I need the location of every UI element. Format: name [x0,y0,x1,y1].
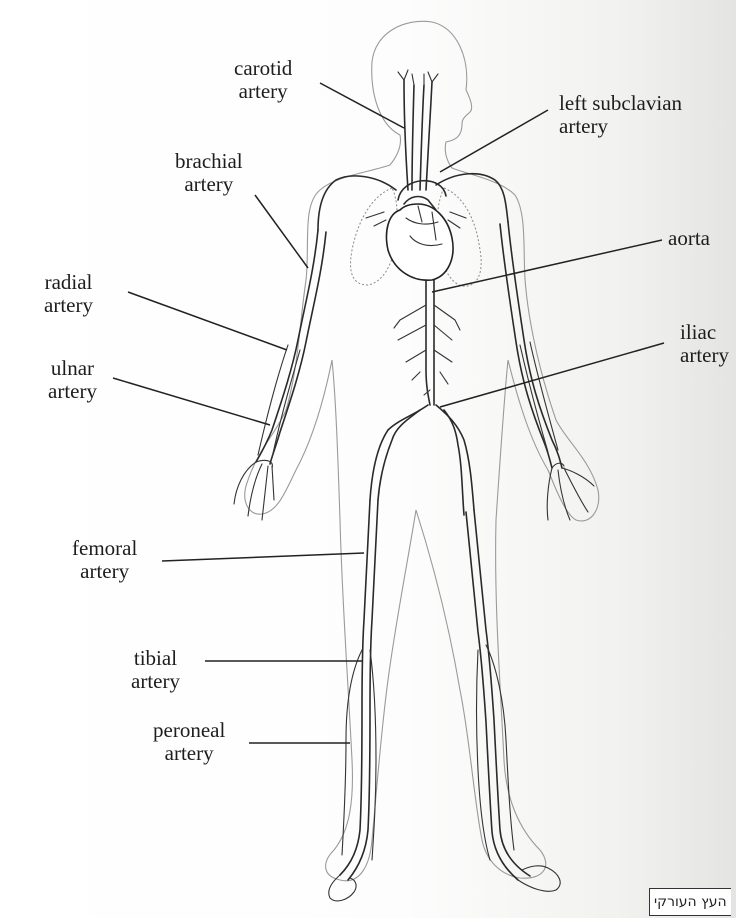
label-carotid-artery: carotid artery [234,57,292,103]
label-aorta: aorta [668,227,710,250]
caption: העץ העורקי [649,888,731,916]
leader-radial [128,292,287,350]
radial-ulnar-path [258,345,300,458]
left-foot [329,875,356,901]
label-tibial-artery: tibial artery [131,647,180,693]
leader-aorta [432,240,662,292]
leader-iliac [440,343,664,407]
label-radial-artery: radial artery [44,271,93,317]
leader-ulnar [113,378,270,425]
leader-carotid [320,83,404,128]
brachial-artery-path [256,230,318,462]
descending-aorta [426,280,434,405]
label-left-subclavian-artery: left subclavian artery [559,92,682,138]
label-iliac-artery: iliac artery [680,321,729,367]
femoral-artery-path [340,500,370,875]
right-hand [547,463,594,520]
label-ulnar-artery: ulnar artery [48,357,97,403]
leader-femoral [162,553,364,561]
label-femoral-artery: femoral artery [72,537,137,583]
leader-left-subclavian [440,110,548,172]
carotid-artery-path [404,80,414,190]
left-subclavian-path [436,174,508,222]
left-hand [234,460,274,520]
label-brachial-artery: brachial artery [175,150,243,196]
label-peroneal-artery: peroneal artery [153,719,225,765]
heart [387,204,454,280]
leader-brachial [255,195,308,268]
